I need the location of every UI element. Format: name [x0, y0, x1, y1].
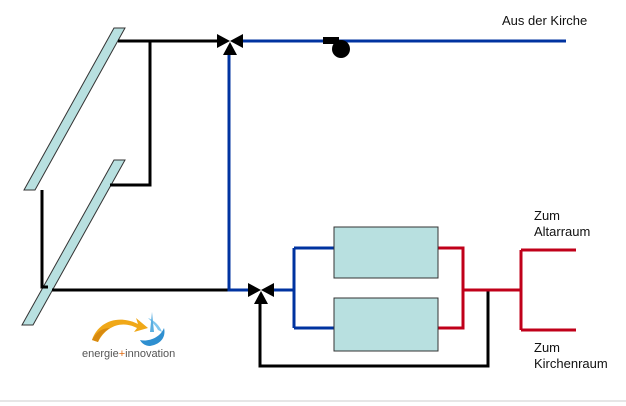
label-zum-kirchenraum-line2: Kirchenraum: [534, 356, 608, 371]
label-zum-altarraum-line1: Zum: [534, 208, 560, 223]
collector-panel-lower: [21, 159, 126, 326]
collector-panel-upper: [23, 27, 126, 191]
return-piping: [438, 246, 576, 332]
heat-exchanger-lower: [333, 297, 439, 352]
three-way-valve-top: [217, 34, 243, 55]
collector-piping: [40, 39, 490, 368]
logo-swoosh-icon: [92, 312, 165, 346]
bottom-divider: [0, 400, 626, 402]
label-zum-kirchenraum: Zum Kirchenraum: [534, 340, 608, 372]
label-aus-der-kirche: Aus der Kirche: [502, 13, 588, 28]
logo-text-plus: +: [118, 348, 126, 360]
logo-text-innovation: innovation: [125, 348, 176, 360]
label-zum-kirchenraum-line1: Zum: [534, 340, 560, 355]
logo-text-energie: energie: [82, 348, 119, 360]
label-zum-altarraum-line2: Altarraum: [534, 224, 591, 239]
logo-text: energie+innovation: [82, 348, 175, 360]
label-zum-altarraum: Zum Altarraum: [534, 208, 590, 240]
supply-piping: [227, 39, 566, 330]
three-way-valve-bottom: [248, 283, 274, 304]
heat-exchanger-upper: [333, 226, 439, 279]
pump-icon: [323, 37, 350, 58]
energie-innovation-logo: energie+innovation: [82, 310, 192, 366]
